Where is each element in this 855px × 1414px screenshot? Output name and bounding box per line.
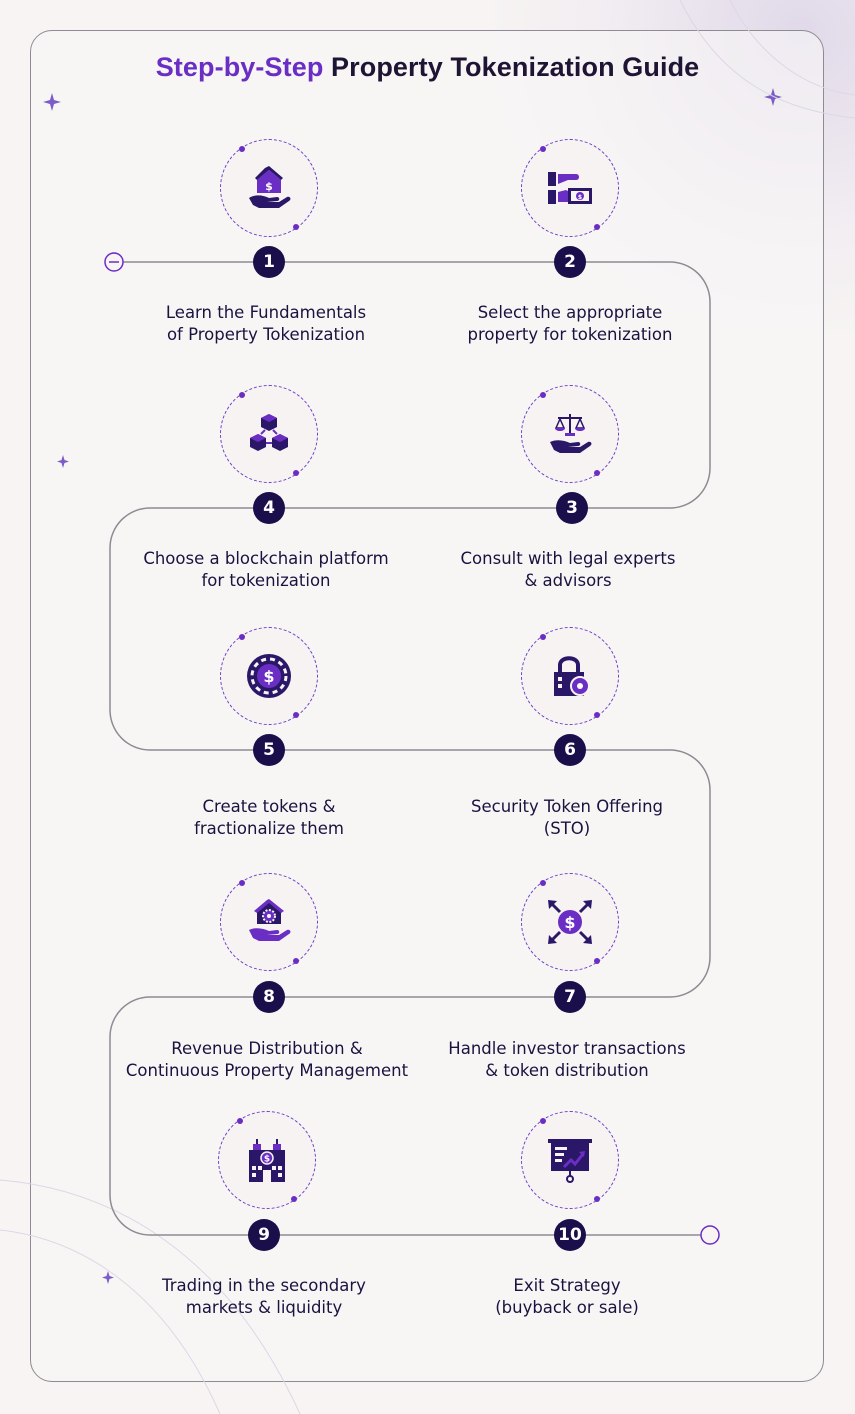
step-4-number: 4 — [253, 492, 285, 524]
step-2-label: Select the appropriate property for toke… — [420, 302, 720, 346]
step-5-line1: Create tokens & — [202, 797, 336, 816]
step-1-number: 1 — [253, 246, 285, 278]
scales-hand-icon — [550, 414, 592, 453]
step-7-label: Handle investor transactions & token dis… — [417, 1038, 717, 1082]
svg-text:$: $ — [265, 180, 273, 193]
building-dollar-icon: $ — [249, 1139, 285, 1182]
step-9-number: 9 — [248, 1219, 280, 1251]
step-10-number: 10 — [554, 1219, 586, 1251]
step-10-icon-ring — [521, 1111, 619, 1209]
step-8-line2: Continuous Property Management — [125, 1061, 409, 1080]
step-1-line2: of Property Tokenization — [166, 325, 366, 344]
coin-token-icon: $ — [247, 654, 291, 698]
step-1-icon-ring: $ — [220, 139, 318, 237]
step-10-label: Exit Strategy (buyback or sale) — [417, 1275, 717, 1319]
title-accent: Step-by-Step — [155, 52, 324, 82]
house-gear-hand-icon — [249, 899, 291, 941]
step-6-line1: Security Token Offering — [471, 797, 663, 816]
step-8-number: 8 — [253, 981, 285, 1013]
step-3-icon-ring — [521, 385, 619, 483]
step-10-line1: Exit Strategy — [513, 1276, 621, 1295]
lock-icon — [554, 656, 590, 696]
svg-text:$: $ — [578, 194, 582, 201]
presentation-chart-icon — [548, 1139, 592, 1183]
step-2-icon-ring: $ — [521, 139, 619, 237]
blocks-icon — [250, 414, 288, 451]
svg-text:$: $ — [264, 1155, 270, 1165]
step-2-line2: property for tokenization — [467, 325, 673, 344]
step-5-number: 5 — [253, 734, 285, 766]
step-4-line1: Choose a blockchain platform — [143, 549, 389, 568]
step-6-icon-ring — [521, 627, 619, 725]
svg-text:$: $ — [263, 667, 274, 686]
guide-card — [30, 30, 824, 1382]
sparkle-icon — [764, 88, 782, 106]
step-9-icon-ring: $ — [218, 1111, 316, 1209]
step-3-line1: Consult with legal experts — [460, 549, 676, 568]
dollar-arrows-icon: $ — [548, 900, 592, 944]
step-8-icon-ring — [220, 873, 318, 971]
step-4-line2: for tokenization — [201, 571, 331, 590]
step-7-line2: & token distribution — [485, 1061, 649, 1080]
step-3-label: Consult with legal experts & advisors — [418, 548, 718, 592]
sparkle-icon — [57, 455, 69, 468]
step-7-number: 7 — [554, 981, 586, 1013]
page-title: Step-by-Step Property Tokenization Guide — [0, 52, 855, 83]
sparkle-icon — [102, 1271, 114, 1284]
path-end-marker — [700, 1225, 720, 1245]
step-4-icon-ring — [220, 385, 318, 483]
title-rest: Property Tokenization Guide — [331, 52, 700, 82]
svg-text:$: $ — [564, 913, 575, 932]
hand-cash-icon: $ — [548, 172, 592, 204]
step-7-icon-ring: $ — [521, 873, 619, 971]
step-2-number: 2 — [554, 246, 586, 278]
step-5-line2: fractionalize them — [194, 819, 344, 838]
step-6-line2: (STO) — [543, 819, 591, 838]
step-2-line1: Select the appropriate — [477, 303, 663, 322]
step-1-line1: Learn the Fundamentals — [165, 303, 367, 322]
step-5-label: Create tokens & fractionalize them — [119, 796, 419, 840]
step-10-line2: (buyback or sale) — [495, 1298, 639, 1317]
step-8-label: Revenue Distribution & Continuous Proper… — [117, 1038, 417, 1082]
step-8-line1: Revenue Distribution & — [171, 1039, 363, 1058]
step-7-line1: Handle investor transactions — [448, 1039, 686, 1058]
house-dollar-hand-icon: $ — [249, 166, 291, 208]
step-6-number: 6 — [554, 734, 586, 766]
step-3-number: 3 — [556, 492, 588, 524]
step-9-label: Trading in the secondary markets & liqui… — [114, 1275, 414, 1319]
step-9-line1: Trading in the secondary — [162, 1276, 366, 1295]
step-3-line2: & advisors — [524, 571, 612, 590]
step-1-label: Learn the Fundamentals of Property Token… — [116, 302, 416, 346]
step-4-label: Choose a blockchain platform for tokeniz… — [116, 548, 416, 592]
step-5-icon-ring: $ — [220, 627, 318, 725]
step-6-label: Security Token Offering (STO) — [417, 796, 717, 840]
sparkle-icon — [43, 93, 61, 111]
step-9-line2: markets & liquidity — [185, 1298, 343, 1317]
